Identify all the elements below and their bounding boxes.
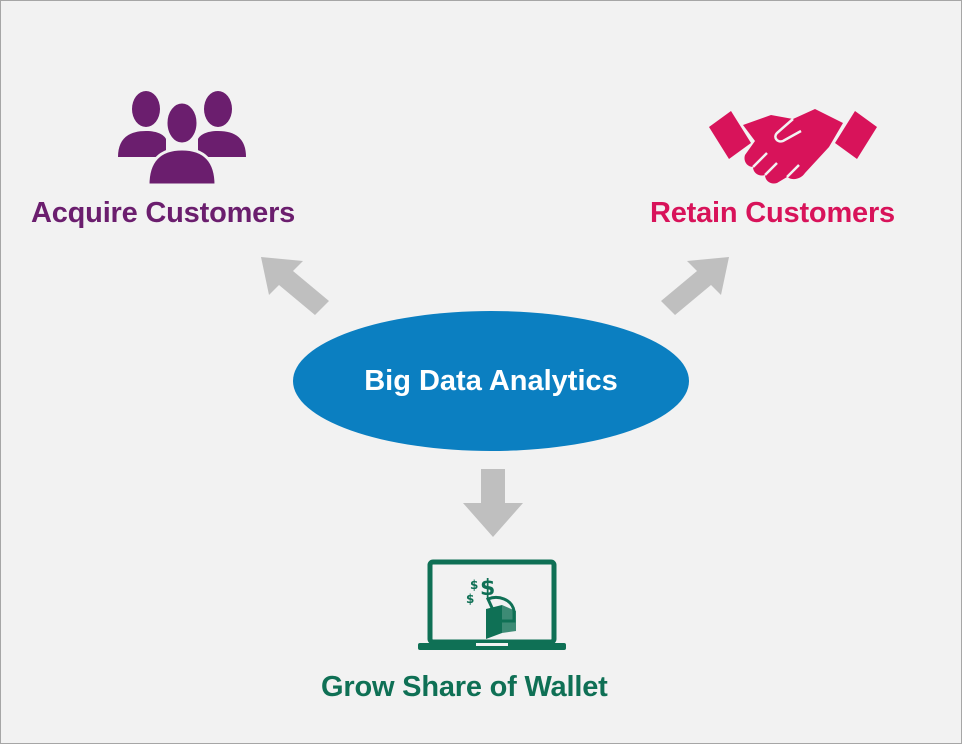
svg-text:$: $ — [470, 578, 478, 592]
arrow-to-acquire — [253, 251, 337, 321]
big-data-analytics-node: Big Data Analytics — [293, 311, 689, 451]
grow-share-of-wallet-label: Grow Share of Wallet — [321, 671, 608, 703]
laptop-wallet-icon: $ $ $ — [416, 559, 568, 659]
handshake-icon — [707, 101, 879, 187]
svg-text:$: $ — [466, 592, 474, 606]
big-data-analytics-label: Big Data Analytics — [364, 364, 618, 397]
people-group-icon — [118, 87, 246, 187]
retain-customers-label: Retain Customers — [650, 197, 895, 229]
acquire-customers-label: Acquire Customers — [31, 197, 296, 229]
arrow-to-retain — [653, 251, 737, 321]
svg-text:$: $ — [480, 576, 495, 601]
arrow-to-grow — [461, 469, 525, 539]
